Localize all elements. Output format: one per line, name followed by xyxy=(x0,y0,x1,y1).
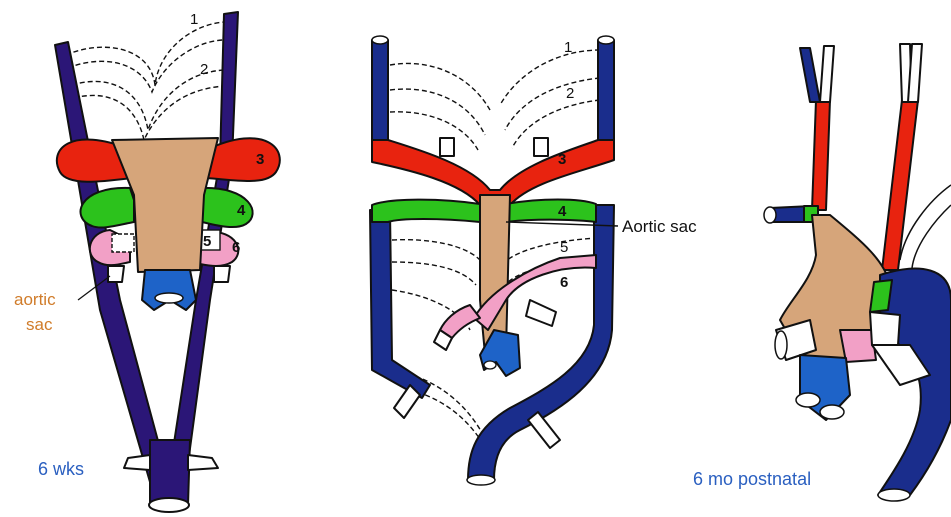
arch-5b-dashed-p2-left xyxy=(392,262,476,285)
arch-1-dashed-p2-left xyxy=(390,63,490,110)
right-pulmonary-stub-panel1 xyxy=(214,266,230,282)
top-stub-right-p2 xyxy=(534,138,548,156)
panel-6-months-postnatal: 6 mo postnatal xyxy=(693,44,951,501)
stage-label-6-mo-postnatal: 6 mo postnatal xyxy=(693,469,811,489)
left-dorsal-aorta-p2 xyxy=(370,210,430,398)
arch-2b-dashed-p2-right xyxy=(512,100,600,148)
panel-6-weeks: 1 2 3 4 5 6 aortic sac 6 wks xyxy=(14,11,280,512)
arch-label-4-panel2: 4 xyxy=(558,203,567,220)
arch-label-4-panel1: 4 xyxy=(237,202,246,219)
left-pulmonary-stub-panel1 xyxy=(108,266,124,282)
arch-5-left-white xyxy=(112,234,134,252)
pulmonary-opening-panel1 xyxy=(155,293,183,303)
left-int-carotid-p3 xyxy=(820,46,834,102)
arch-label-2-panel1: 2 xyxy=(200,61,208,78)
pulmonary-opening-p3-b xyxy=(820,405,844,419)
arch-2-dashed-inner xyxy=(74,86,226,140)
descending-aorta-opening-p2 xyxy=(467,475,495,485)
arch-label-1-panel2: 1 xyxy=(564,39,572,56)
left-white-tube-opening-p3 xyxy=(775,331,787,359)
descending-aorta xyxy=(150,440,190,505)
descending-aorta-opening-p3 xyxy=(878,489,910,501)
right-carotid-p2 xyxy=(598,40,614,145)
arch-label-3-panel1: 3 xyxy=(256,151,264,168)
arch-label-6-panel2: 6 xyxy=(560,274,568,291)
top-stub-left-p2 xyxy=(440,138,454,156)
descending-aorta-opening xyxy=(149,498,189,512)
aortic-sac-label-line2: sac xyxy=(26,315,53,334)
arch-label-3-panel2: 3 xyxy=(558,151,566,168)
pulmonary-opening-p3-a xyxy=(796,393,820,407)
left-ext-carotid-p3 xyxy=(800,48,820,102)
aortic-sac-label-line1: aortic xyxy=(14,290,56,309)
subclavian-opening-p3 xyxy=(764,207,776,223)
left-carotid-p2 xyxy=(372,40,388,145)
arch-4-right-p2 xyxy=(506,200,596,223)
arch-2-dashed xyxy=(72,70,228,130)
arch-2-dashed-p2-right xyxy=(505,78,600,130)
arch-5-dashed-p2-left xyxy=(392,240,480,260)
pulmonary-trunk-panel1 xyxy=(142,270,196,310)
panel-intermediate: 1 2 3 4 5 6 Aortic sac xyxy=(370,36,697,485)
left-segmental-branch xyxy=(124,455,150,470)
arch-4-p2 xyxy=(372,200,480,222)
arch-label-5-panel1: 5 xyxy=(203,233,211,250)
arch-label-6-panel1: 6 xyxy=(232,239,240,256)
arch-1-dashed-p2-right xyxy=(500,50,600,105)
outer-white-tube-p3 xyxy=(900,185,951,268)
right-segmental-branch xyxy=(188,455,218,470)
arch-2-dashed-p2-left xyxy=(390,89,485,135)
pulmonary-opening-p2 xyxy=(484,361,496,369)
right-carotid-opening-p2 xyxy=(598,36,614,44)
green-segment-p3 xyxy=(870,280,892,312)
white-branch-1-p3 xyxy=(870,312,900,345)
aortic-sac-label-p2: Aortic sac xyxy=(622,217,697,236)
left-common-carotid-p3 xyxy=(812,100,830,210)
arch-label-2-panel2: 2 xyxy=(566,85,574,102)
left-carotid-opening-p2 xyxy=(372,36,388,44)
arch-label-5-panel2: 5 xyxy=(560,239,568,256)
left-subclavian-stub-p2 xyxy=(394,385,420,418)
right-common-carotid-p3 xyxy=(882,100,918,270)
right-pulmonary-stub-p2 xyxy=(526,300,556,326)
arch-label-1-panel1: 1 xyxy=(190,11,198,28)
stage-label-6-wks: 6 wks xyxy=(38,459,84,479)
